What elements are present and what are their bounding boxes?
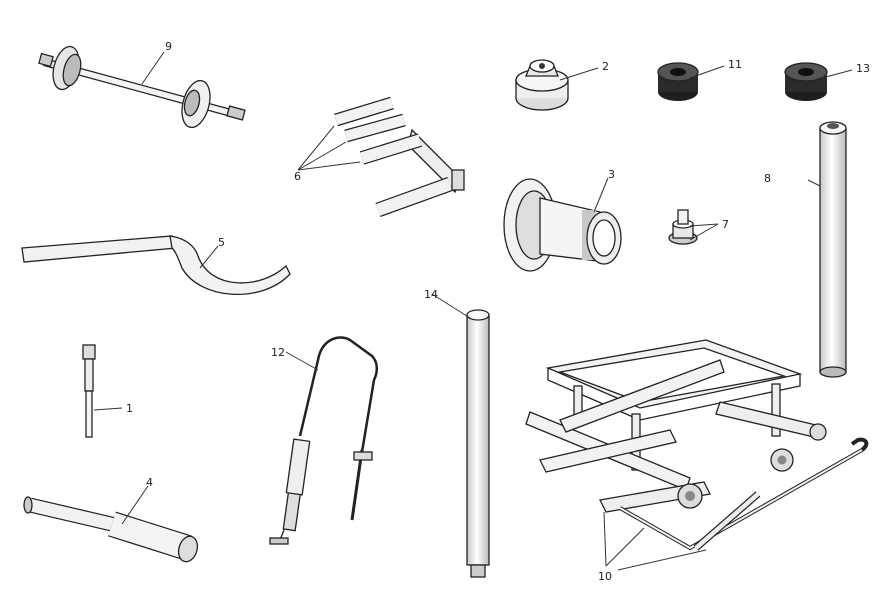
tool-10-lift-stand bbox=[525, 339, 869, 551]
callout-11: 11 bbox=[728, 58, 742, 71]
callout-2: 2 bbox=[602, 60, 609, 73]
tool-9-shaft-puller bbox=[38, 45, 246, 129]
tool-13-bushing bbox=[784, 62, 828, 101]
callout-5: 5 bbox=[218, 236, 225, 249]
tool-12-wire-gauge bbox=[269, 336, 378, 545]
callout-1: 1 bbox=[126, 402, 133, 415]
tool-3-flanged-sleeve bbox=[503, 178, 622, 272]
tool-1-pin bbox=[82, 344, 96, 438]
callout-7: 7 bbox=[722, 218, 729, 231]
tool-5-hook-wrench bbox=[21, 235, 291, 295]
callout-8: 8 bbox=[764, 172, 771, 185]
callout-3: 3 bbox=[608, 168, 615, 181]
tool-8-tube bbox=[819, 121, 847, 378]
callout-labels: 9 2 11 13 8 6 3 7 5 14 12 1 4 10 bbox=[126, 40, 870, 583]
tool-6-pin-set bbox=[334, 96, 465, 218]
tool-14-long-bar bbox=[466, 309, 490, 578]
tool-11-bushing bbox=[657, 62, 699, 101]
callout-14: 14 bbox=[424, 288, 438, 301]
leader-lines bbox=[93, 51, 853, 571]
callout-9: 9 bbox=[165, 40, 172, 53]
callout-13: 13 bbox=[856, 62, 870, 75]
tool-2-socket bbox=[515, 59, 569, 111]
callout-12: 12 bbox=[271, 346, 285, 359]
tool-4-handled-rod bbox=[23, 496, 199, 563]
tool-7-fitting bbox=[668, 209, 698, 245]
callout-6: 6 bbox=[294, 170, 301, 183]
callout-4: 4 bbox=[146, 476, 153, 489]
callout-10: 10 bbox=[598, 570, 612, 583]
